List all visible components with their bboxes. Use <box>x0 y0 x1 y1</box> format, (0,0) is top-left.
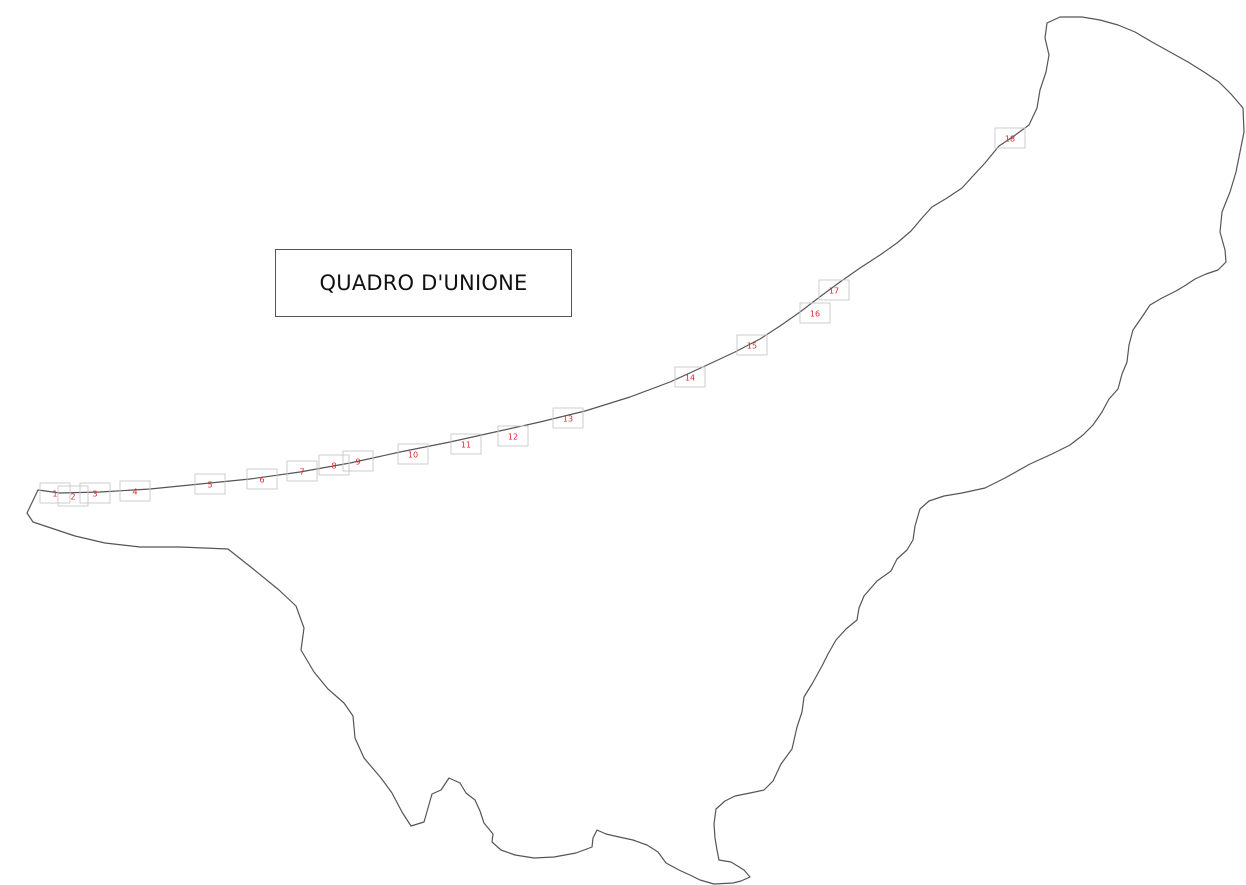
sheet-frame <box>497 425 529 447</box>
sheet-frame <box>119 480 151 502</box>
sheet-label: 7 <box>299 468 304 477</box>
sheet-9[interactable]: 9 <box>342 450 374 472</box>
sheet-label: 17 <box>829 287 839 296</box>
map-title: QUADRO D'UNIONE <box>319 271 528 295</box>
sheet-1[interactable]: 1 <box>39 482 71 504</box>
sheet-4[interactable]: 4 <box>119 480 151 502</box>
sheet-label: 18 <box>1005 135 1015 144</box>
sheet-label: 3 <box>92 490 97 499</box>
sheet-label: 16 <box>810 310 820 319</box>
sheet-label: 5 <box>207 481 212 490</box>
sheet-17[interactable]: 17 <box>818 279 850 301</box>
sheet-5[interactable]: 5 <box>194 473 226 495</box>
sheet-15[interactable]: 15 <box>736 334 768 356</box>
sheet-16[interactable]: 16 <box>799 302 831 324</box>
sheet-label: 15 <box>747 342 757 351</box>
sheet-2[interactable]: 2 <box>57 485 89 507</box>
sheet-13[interactable]: 13 <box>552 407 584 429</box>
sheet-11[interactable]: 11 <box>450 433 482 455</box>
sheet-label: 4 <box>132 488 137 497</box>
sheet-frame <box>194 473 226 495</box>
sheet-7[interactable]: 7 <box>286 460 318 482</box>
sheet-frame <box>246 468 278 490</box>
sheet-label: 14 <box>685 374 695 383</box>
sheet-label: 13 <box>563 415 573 424</box>
sheet-frame <box>286 460 318 482</box>
sheet-frame <box>450 433 482 455</box>
sheet-6[interactable]: 6 <box>246 468 278 490</box>
sheet-frame <box>397 443 429 465</box>
sheet-14[interactable]: 14 <box>674 366 706 388</box>
sheet-frame <box>674 366 706 388</box>
sheet-label: 8 <box>331 462 336 471</box>
sheet-frame <box>39 482 71 504</box>
sheet-3[interactable]: 3 <box>79 482 111 504</box>
sheet-18[interactable]: 18 <box>994 127 1026 149</box>
title-box: QUADRO D'UNIONE <box>275 249 572 317</box>
sheet-frame <box>318 454 350 476</box>
sheet-label: 12 <box>508 433 518 442</box>
sheet-label: 6 <box>259 476 264 485</box>
territory-boundary <box>26 16 1245 885</box>
sheet-frame <box>342 450 374 472</box>
sheet-frame <box>57 485 89 507</box>
sheet-frame <box>736 334 768 356</box>
sheet-frame <box>79 482 111 504</box>
sheet-10[interactable]: 10 <box>397 443 429 465</box>
sheet-label: 2 <box>70 493 75 502</box>
sheet-frame <box>818 279 850 301</box>
sheet-frame <box>552 407 584 429</box>
sheet-label: 1 <box>52 490 57 499</box>
sheet-frame <box>799 302 831 324</box>
sheet-label: 9 <box>355 458 360 467</box>
sheet-12[interactable]: 12 <box>497 425 529 447</box>
sheet-frame <box>994 127 1026 149</box>
sheet-label: 11 <box>461 441 471 450</box>
sheet-label: 10 <box>408 451 418 460</box>
sheet-8[interactable]: 8 <box>318 454 350 476</box>
